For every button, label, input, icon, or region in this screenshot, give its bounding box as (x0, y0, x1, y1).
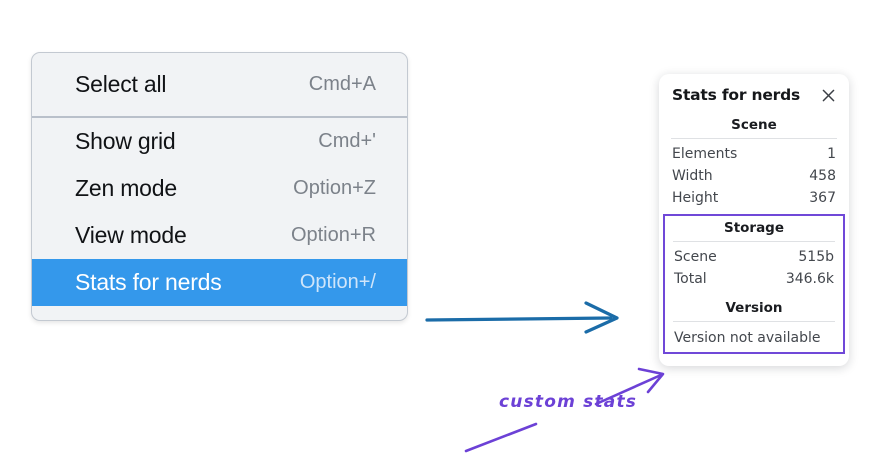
stat-label: Scene (674, 249, 717, 265)
purple-underline-stroke (464, 422, 538, 453)
stat-row: Height 367 (659, 187, 849, 209)
menu-item-view-mode[interactable]: View mode Option+R (32, 212, 407, 259)
section-heading: Version (725, 300, 783, 316)
stat-label: Total (674, 271, 707, 287)
section-divider (673, 241, 835, 242)
stat-row: Elements 1 (659, 143, 849, 165)
stat-label: Height (672, 190, 719, 206)
context-menu[interactable]: Select all Cmd+A Show grid Cmd+' Zen mod… (31, 52, 408, 321)
menu-item-shortcut: Option+R (290, 224, 376, 246)
stats-section-storage: Storage Scene 515b Total 346.6k (665, 219, 843, 290)
blue-arrow-icon (425, 301, 619, 334)
section-heading: Storage (723, 220, 785, 236)
menu-item-label: Show grid (75, 128, 176, 154)
custom-stats-highlight-box: Storage Scene 515b Total 346.6k Version … (663, 214, 845, 354)
stat-value: 458 (809, 168, 836, 184)
menu-item-shortcut: Cmd+A (308, 73, 376, 95)
menu-item-label: Stats for nerds (75, 269, 222, 295)
section-divider (673, 321, 835, 322)
menu-item-label: Select all (75, 71, 167, 97)
stat-label: Elements (672, 146, 738, 162)
stat-label: Width (672, 168, 713, 184)
version-note: Version not available (674, 330, 821, 346)
stat-row: Scene 515b (665, 246, 843, 268)
close-icon[interactable] (820, 87, 837, 104)
menu-item-stats-for-nerds[interactable]: Stats for nerds Option+/ (32, 259, 407, 306)
menu-group-2: Show grid Cmd+' Zen mode Option+Z View m… (32, 116, 407, 320)
section-heading: Scene (731, 117, 777, 133)
stat-value: 515b (798, 249, 834, 265)
annotation-custom-stats-label: custom stats (499, 392, 638, 412)
stat-value: 346.6k (785, 271, 834, 287)
stats-section-version: Version Version not available (665, 290, 843, 348)
menu-item-label: View mode (75, 222, 187, 248)
stats-for-nerds-panel: Stats for nerds Scene Elements 1 Width 4… (659, 74, 849, 366)
menu-item-select-all[interactable]: Select all Cmd+A (32, 61, 407, 108)
menu-item-zen-mode[interactable]: Zen mode Option+Z (32, 165, 407, 212)
menu-item-shortcut: Option+Z (293, 177, 376, 199)
stat-row: Width 458 (659, 165, 849, 187)
stat-row: Total 346.6k (665, 268, 843, 290)
menu-item-label: Zen mode (75, 175, 177, 201)
menu-item-show-grid[interactable]: Show grid Cmd+' (32, 118, 407, 165)
menu-item-shortcut: Option+/ (299, 271, 376, 293)
stats-panel-title: Stats for nerds (672, 86, 801, 104)
stats-section-scene: Scene Elements 1 Width 458 Height 367 (659, 116, 849, 209)
stats-panel-header: Stats for nerds (659, 86, 849, 104)
menu-group-1: Select all Cmd+A (32, 53, 407, 116)
section-divider (671, 138, 837, 139)
menu-item-shortcut: Cmd+' (318, 130, 376, 152)
stat-value: 1 (827, 146, 836, 162)
stat-value: 367 (809, 190, 836, 206)
